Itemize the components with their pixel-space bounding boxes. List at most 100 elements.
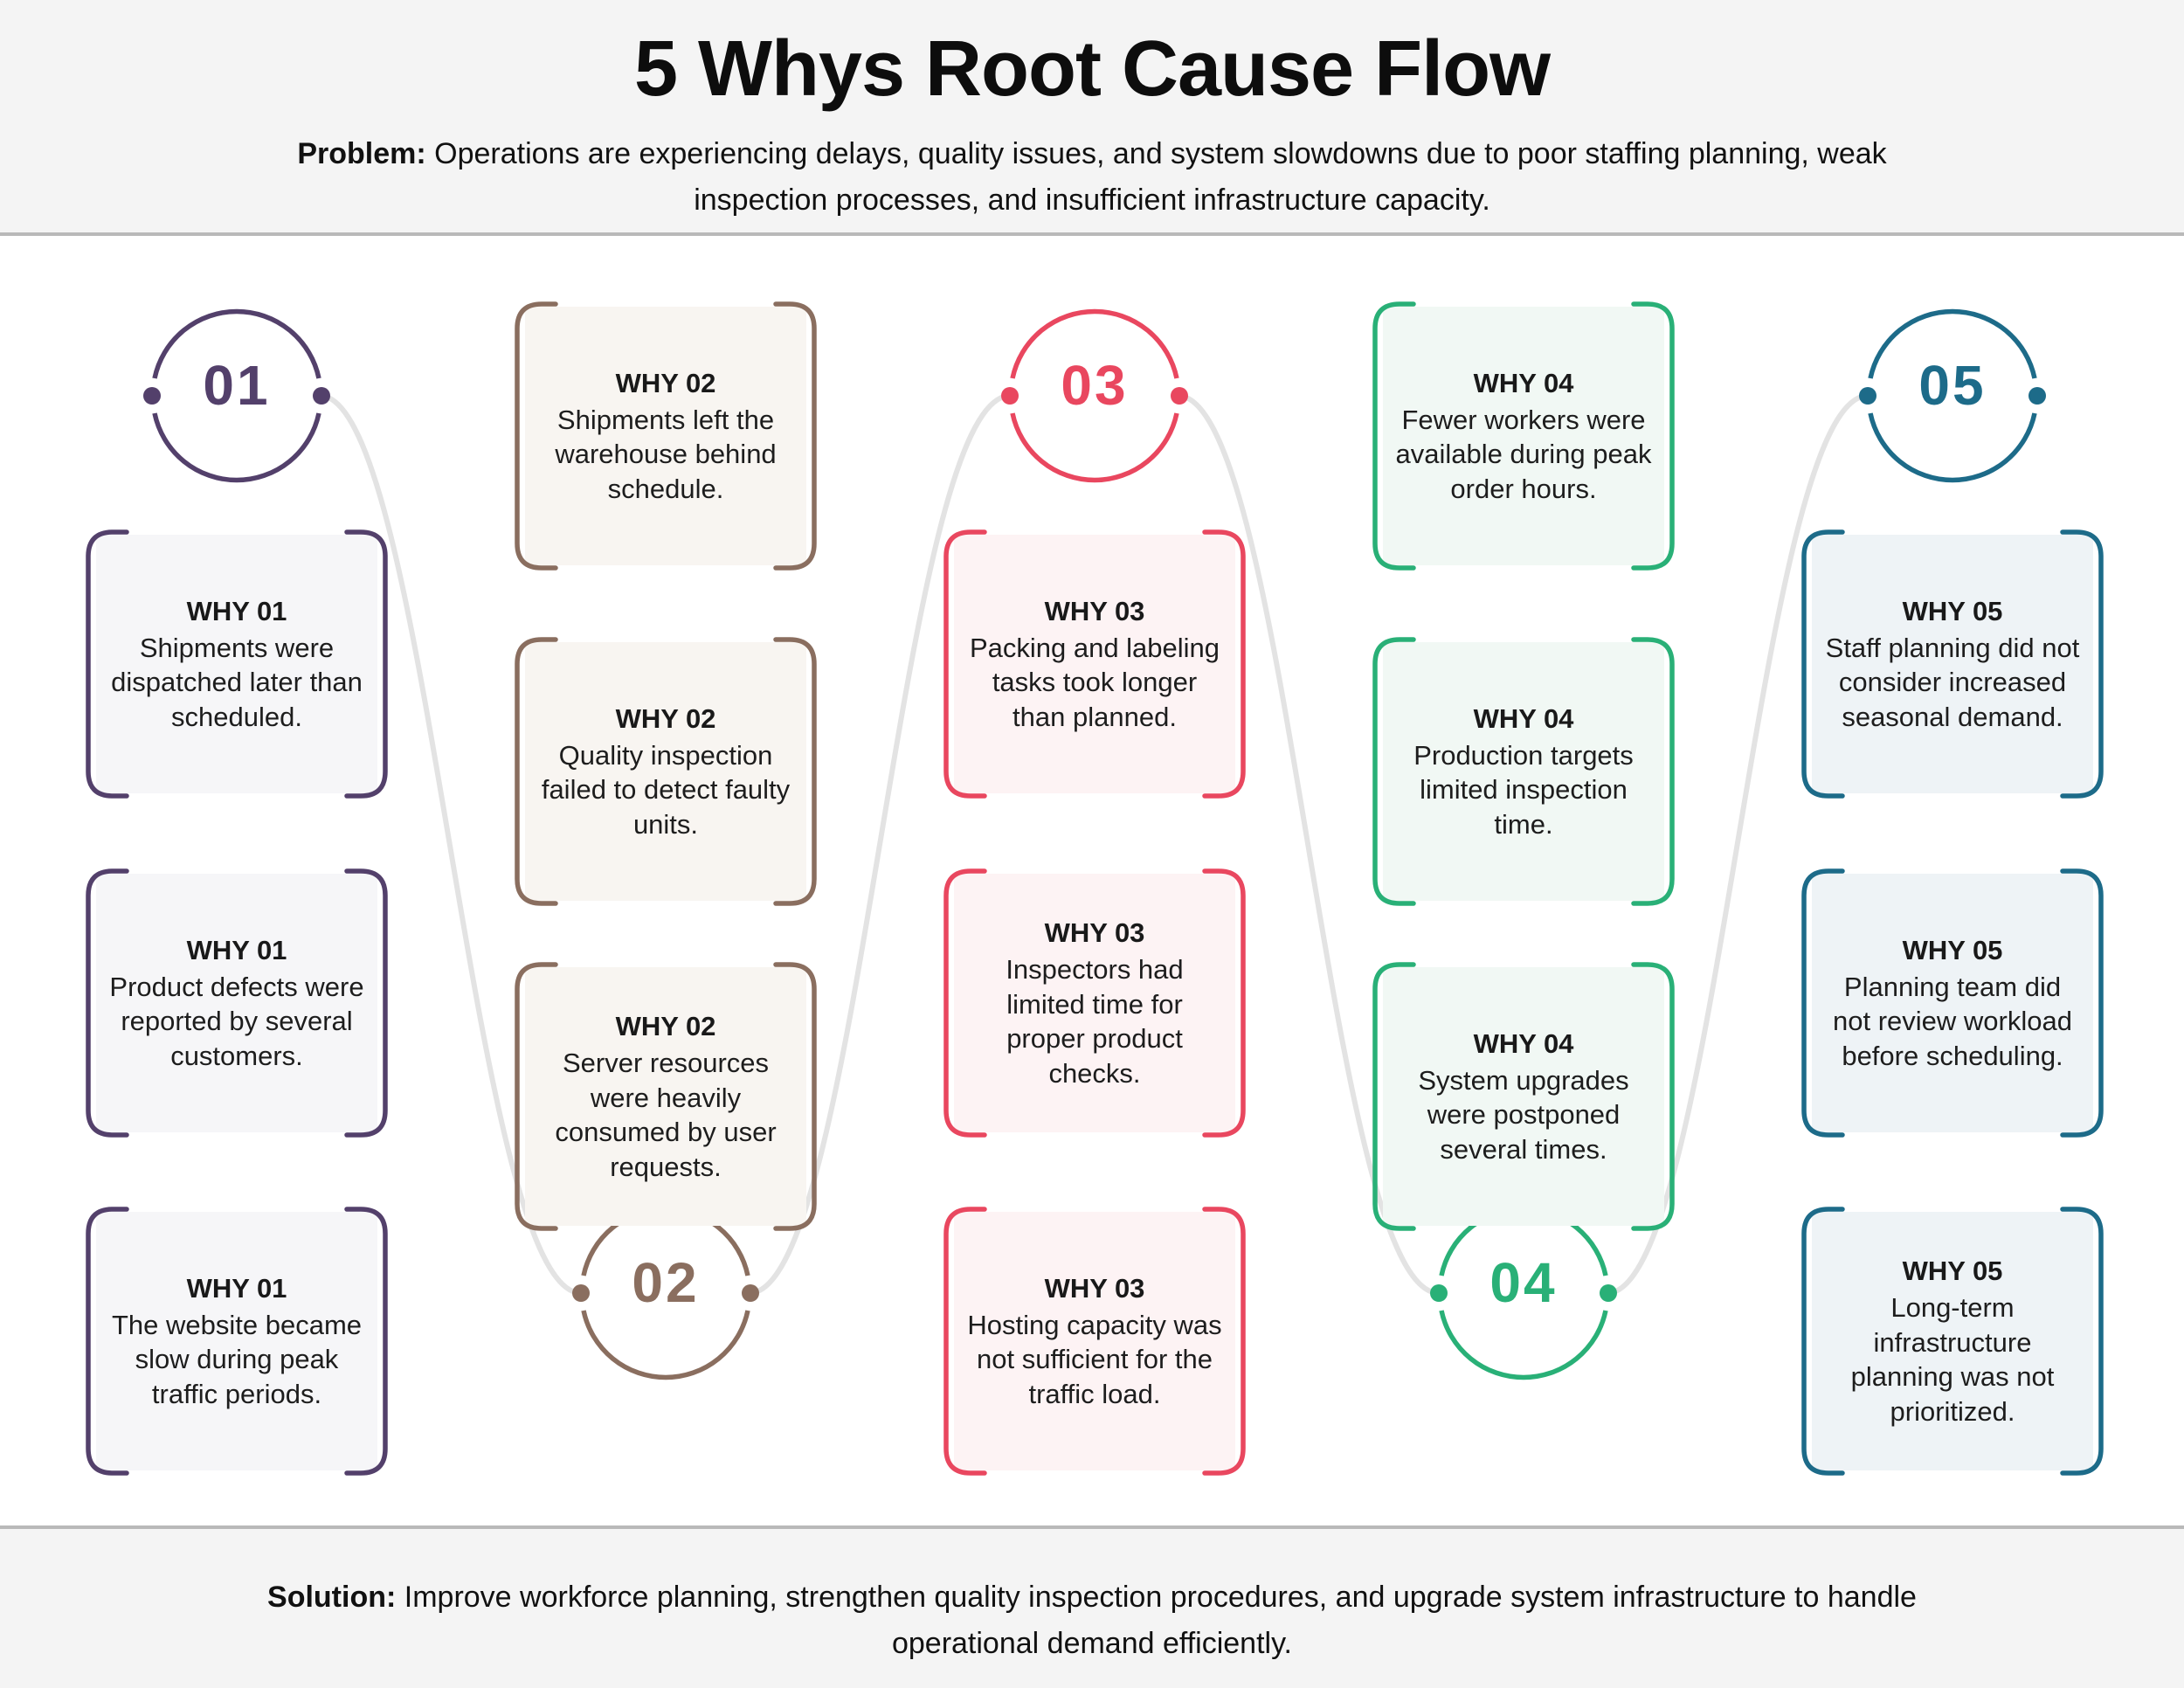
left-bracket xyxy=(1801,868,1845,1138)
box-body: Production targets limited inspection ti… xyxy=(1413,740,1634,840)
box-body: Product defects were reported by several… xyxy=(109,972,364,1071)
why-box-5-1: WHY 05 Staff planning did not consider in… xyxy=(1800,529,2105,799)
right-bracket xyxy=(1631,637,1675,906)
left-bracket xyxy=(1801,529,1845,799)
box-fill xyxy=(1812,1212,2093,1470)
why-box-3-3: WHY 03 Hosting capacity was not sufficien… xyxy=(943,1206,1247,1477)
right-bracket xyxy=(773,301,817,571)
step-circle-05 xyxy=(1859,308,2046,483)
right-bracket xyxy=(344,868,388,1138)
box-title: WHY 03 xyxy=(1044,595,1145,626)
right-bracket xyxy=(344,529,388,799)
box-body: Shipments were dispatched later than sch… xyxy=(111,633,363,732)
solution-label: Solution: xyxy=(267,1581,397,1614)
bracket-frame xyxy=(515,301,817,571)
why-box-2-2: WHY 02 Quality inspection failed to detec… xyxy=(514,636,818,907)
box-fill xyxy=(96,874,377,1132)
box-title: WHY 01 xyxy=(186,934,287,965)
bracket-frame xyxy=(515,962,817,1231)
why-box-1-3: WHY 01 The website became slow during pea… xyxy=(85,1206,389,1477)
flow-connector-svg xyxy=(143,308,2046,1380)
box-body: Long-term infrastructure planning was no… xyxy=(1850,1292,2055,1427)
right-bracket xyxy=(1631,301,1675,571)
box-title: WHY 03 xyxy=(1044,917,1145,949)
bracket-frame xyxy=(86,868,388,1138)
left-bracket xyxy=(86,868,129,1138)
box-fill xyxy=(525,307,806,565)
step-number-04: 04 xyxy=(1489,1251,1558,1314)
right-bracket xyxy=(1202,529,1246,799)
why-box-3-1: WHY 03 Packing and labeling tasks took lo… xyxy=(943,529,1247,799)
box-body: Server resources were heavily consumed b… xyxy=(555,1048,777,1182)
box-title: WHY 04 xyxy=(1473,702,1574,734)
why-box-2-1: WHY 02 Shipments left the warehouse behin… xyxy=(514,301,818,571)
box-body: Quality inspection failed to detect faul… xyxy=(541,740,791,840)
problem-text: Operations are experiencing delays, qual… xyxy=(434,137,1887,217)
box-body: Planning team did not review workload be… xyxy=(1833,972,2072,1071)
bracket-frame xyxy=(943,868,1246,1138)
box-title: WHY 04 xyxy=(1473,367,1574,398)
bracket-frame xyxy=(86,529,388,799)
right-bracket xyxy=(1202,868,1246,1138)
step-number-05: 05 xyxy=(1918,354,1987,417)
right-bracket xyxy=(773,962,817,1231)
why-box-5-2: WHY 05 Planning team did not review workl… xyxy=(1800,868,2105,1138)
box-fill xyxy=(96,1212,377,1470)
box-body: Shipments left the warehouse behind sche… xyxy=(555,405,777,504)
bracket-frame xyxy=(86,1207,388,1476)
box-body: Inspectors had limited time for proper p… xyxy=(1006,954,1184,1089)
bracket-frame xyxy=(1801,529,2104,799)
bracket-frame xyxy=(943,1207,1246,1476)
bracket-frame xyxy=(1372,637,1675,906)
box-body: Hosting capacity was not sufficient for … xyxy=(967,1310,1222,1409)
right-bracket xyxy=(2060,1207,2104,1476)
box-fill xyxy=(525,642,806,901)
step-circle-01 xyxy=(143,308,330,483)
step-circle-03 xyxy=(1001,308,1188,483)
right-bracket xyxy=(2060,529,2104,799)
right-bracket xyxy=(1202,1207,1246,1476)
why-box-1-2: WHY 01 Product defects were reported by s… xyxy=(85,868,389,1138)
bracket-frame xyxy=(515,637,817,906)
box-title: WHY 02 xyxy=(615,1011,716,1042)
box-title: WHY 03 xyxy=(1044,1272,1145,1304)
left-bracket xyxy=(515,637,558,906)
left-bracket xyxy=(943,868,987,1138)
box-fill xyxy=(954,535,1235,793)
why-box-2-3: WHY 02 Server resources were heavily cons… xyxy=(514,961,818,1232)
box-title: WHY 05 xyxy=(1902,595,2003,626)
bracket-frame xyxy=(1372,962,1675,1231)
solution-text: Improve workforce planning, strengthen q… xyxy=(404,1581,1917,1660)
left-bracket xyxy=(515,301,558,571)
box-body: Staff planning did not consider increase… xyxy=(1825,633,2080,732)
box-title: WHY 04 xyxy=(1473,1027,1574,1059)
header-band: 5 Whys Root Cause Flow Problem: Operatio… xyxy=(0,0,2184,236)
connector-4-5 xyxy=(1606,393,1870,1296)
bracket-frame xyxy=(1801,868,2104,1138)
box-title: WHY 02 xyxy=(615,367,716,398)
problem-statement: Problem: Operations are experiencing del… xyxy=(249,131,1935,223)
left-bracket xyxy=(1372,637,1416,906)
connector-2-3 xyxy=(748,393,1013,1296)
box-title: WHY 05 xyxy=(1902,934,2003,965)
box-body: System upgrades were postponed several t… xyxy=(1418,1065,1629,1165)
box-title: WHY 02 xyxy=(615,702,716,734)
box-fill xyxy=(1812,535,2093,793)
box-body: Packing and labeling tasks took longer t… xyxy=(969,633,1220,732)
connector-3-4 xyxy=(1177,393,1441,1296)
box-body: The website became slow during peak traf… xyxy=(111,1310,363,1409)
box-fill xyxy=(954,874,1235,1132)
left-bracket xyxy=(1801,1207,1845,1476)
box-fill xyxy=(1383,967,1664,1226)
page-title: 5 Whys Root Cause Flow xyxy=(633,25,1551,113)
left-bracket xyxy=(86,529,129,799)
box-fill xyxy=(96,535,377,793)
box-fill xyxy=(954,1212,1235,1470)
left-bracket xyxy=(943,1207,987,1476)
left-bracket xyxy=(1372,962,1416,1231)
box-title: WHY 01 xyxy=(186,1272,287,1304)
